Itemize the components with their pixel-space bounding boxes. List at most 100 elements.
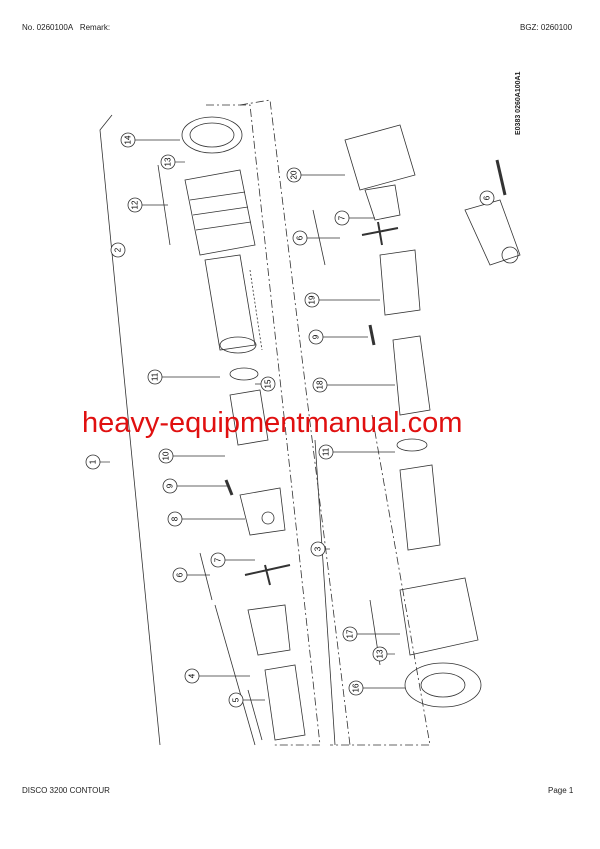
callout-number: 16 xyxy=(352,683,361,692)
callout-14: 14 xyxy=(120,132,180,148)
assembly-frame-left xyxy=(206,104,321,746)
callout-circle xyxy=(85,454,101,470)
callout-15: 15 xyxy=(255,376,276,392)
bracket-7 xyxy=(199,552,213,601)
callout-6: 6 xyxy=(292,230,340,246)
callout-8: 8 xyxy=(167,511,245,527)
callout-number: 11 xyxy=(322,447,331,456)
callout-circle xyxy=(160,154,176,170)
callout-circle xyxy=(342,626,358,642)
callout-circle xyxy=(172,567,188,583)
callout-9: 9 xyxy=(162,478,228,494)
callout-20: 20 xyxy=(286,167,345,183)
remark-label: Remark: xyxy=(79,23,111,32)
callout-number: 9 xyxy=(312,334,321,339)
model-name: DISCO 3200 CONTOUR xyxy=(22,786,110,795)
callout-5: 5 xyxy=(228,692,265,708)
callout-18: 18 xyxy=(312,377,395,393)
callout-19: 19 xyxy=(304,292,380,308)
inner-yoke xyxy=(247,604,291,656)
callout-circle xyxy=(308,329,324,345)
bracket-4 xyxy=(214,604,256,746)
callout-number: 10 xyxy=(162,451,171,460)
bearing-ring-right xyxy=(396,438,428,452)
callout-circle xyxy=(228,692,244,708)
callout-4: 4 xyxy=(184,668,250,684)
yoke-right xyxy=(379,249,421,316)
callout-12: 12 xyxy=(127,197,168,213)
callout-13: 13 xyxy=(160,154,185,170)
callout-circle xyxy=(127,197,143,213)
callout-number: 13 xyxy=(376,649,385,658)
clutch xyxy=(264,664,306,741)
callout-circle xyxy=(120,132,136,148)
bracket-6 xyxy=(312,209,326,266)
callout-7: 7 xyxy=(334,210,375,226)
protection-cone-right xyxy=(399,577,479,656)
callout-number: 5 xyxy=(232,697,241,702)
outer-yoke-top xyxy=(344,124,416,191)
callout-6: 6 xyxy=(172,567,210,583)
assembly-frame-right xyxy=(330,414,431,746)
bracket-3 xyxy=(314,439,336,746)
pin xyxy=(224,479,234,496)
callout-circle xyxy=(260,376,276,392)
drawing-code: E0383 0260A100A1 xyxy=(515,71,522,135)
callout-circle xyxy=(348,680,364,696)
pin-right xyxy=(368,324,376,346)
cross-journal-right xyxy=(361,221,399,246)
callout-number: 11 xyxy=(151,372,160,381)
callout-number: 7 xyxy=(338,215,347,220)
callout-16: 16 xyxy=(348,680,405,696)
callout-3: 3 xyxy=(310,541,330,557)
bearing-ring xyxy=(229,367,259,381)
protective-tube-outer xyxy=(204,254,256,351)
callout-number: 9 xyxy=(166,483,175,488)
chain xyxy=(249,269,263,351)
callout-number: 15 xyxy=(264,379,273,388)
callout-10: 10 xyxy=(158,448,225,464)
callout-number: 7 xyxy=(214,557,223,562)
callout-circle xyxy=(110,242,126,258)
profile-tube xyxy=(229,389,269,446)
detail-yoke xyxy=(464,199,521,266)
page-number: Page 1 xyxy=(548,786,574,795)
callout-number: 6 xyxy=(176,572,185,577)
cross-journal xyxy=(244,564,291,586)
callout-circle xyxy=(158,448,174,464)
callout-11: 11 xyxy=(318,444,395,460)
callout-7: 7 xyxy=(210,552,255,568)
callout-number: 18 xyxy=(316,380,325,389)
callout-number: 17 xyxy=(346,629,355,638)
bracket-5 xyxy=(247,689,263,741)
protection-ring xyxy=(181,116,243,154)
callout-number: 14 xyxy=(124,135,133,144)
callout-circle xyxy=(312,377,328,393)
callout-circle xyxy=(304,292,320,308)
callout-number: 6 xyxy=(483,195,492,200)
callout-circle xyxy=(479,190,495,206)
callout-1: 1 xyxy=(85,454,110,470)
profile-tube-right xyxy=(392,335,431,416)
protection-ring-right xyxy=(404,662,482,708)
callout-6: 6 xyxy=(479,190,495,206)
callout-number: 6 xyxy=(296,235,305,240)
watermark: heavy-equipmentmanual.com xyxy=(82,407,463,439)
callout-circle xyxy=(318,444,334,460)
callout-circle xyxy=(310,541,326,557)
callout-9: 9 xyxy=(308,329,368,345)
callout-number: 20 xyxy=(290,170,299,179)
yoke xyxy=(239,487,286,536)
callout-circle xyxy=(184,668,200,684)
callout-circle xyxy=(286,167,302,183)
protective-tube-inner xyxy=(399,464,441,551)
callout-number: 13 xyxy=(164,157,173,166)
callout-17: 17 xyxy=(342,626,400,642)
bgz-number: BGZ: 0260100 xyxy=(520,23,573,32)
callout-number: 1 xyxy=(89,459,98,464)
callout-2: 2 xyxy=(110,242,126,258)
callout-number: 2 xyxy=(114,247,123,252)
callout-number: 8 xyxy=(171,516,180,521)
